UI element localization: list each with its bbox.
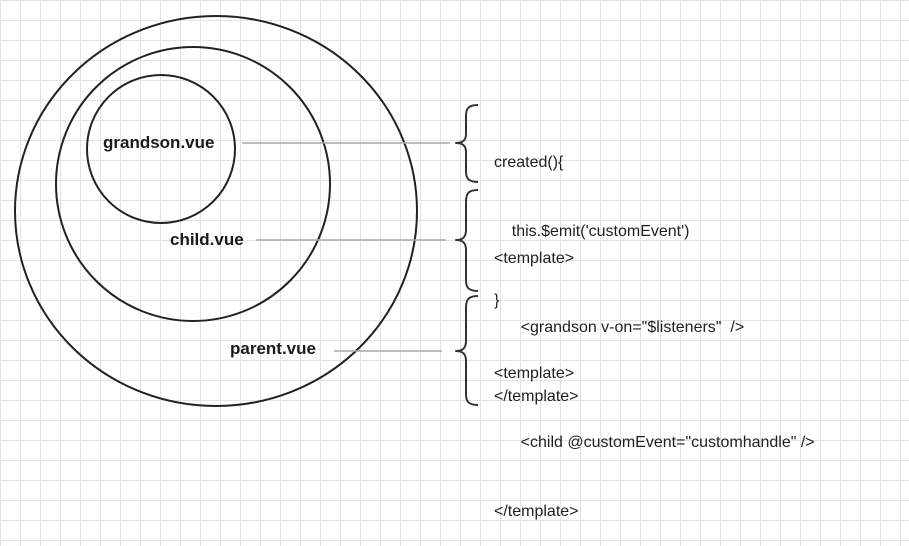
grandson-code-block: created(){ this.$emit('customEvent') } bbox=[494, 105, 690, 335]
code-line: } bbox=[494, 292, 500, 309]
child-label: child.vue bbox=[170, 230, 244, 249]
code-line: <template> bbox=[494, 365, 575, 382]
grandson-brace bbox=[455, 104, 479, 183]
parent-code-block: <template> <child @customEvent="customha… bbox=[494, 316, 815, 546]
code-line: <child @customEvent="customhandle" /> bbox=[494, 434, 815, 451]
diagram-canvas bbox=[14, 15, 479, 407]
child-brace bbox=[455, 189, 479, 292]
parent-circle bbox=[14, 15, 418, 407]
code-line: this.$emit('customEvent') bbox=[494, 223, 690, 240]
code-line: <grandson v-on="$listeners" /> bbox=[494, 319, 745, 336]
grandson-label: grandson.vue bbox=[103, 133, 215, 152]
grandson-circle bbox=[86, 74, 236, 224]
child-code-block: <template> <grandson v-on="$listeners" /… bbox=[494, 201, 744, 431]
code-line: <template> bbox=[494, 250, 575, 267]
code-line: </template> bbox=[494, 503, 579, 520]
child-circle bbox=[55, 46, 331, 322]
parent-label: parent.vue bbox=[230, 339, 316, 358]
parent-brace bbox=[455, 295, 479, 406]
code-line: </template> bbox=[494, 388, 579, 405]
code-line: created(){ bbox=[494, 154, 564, 171]
